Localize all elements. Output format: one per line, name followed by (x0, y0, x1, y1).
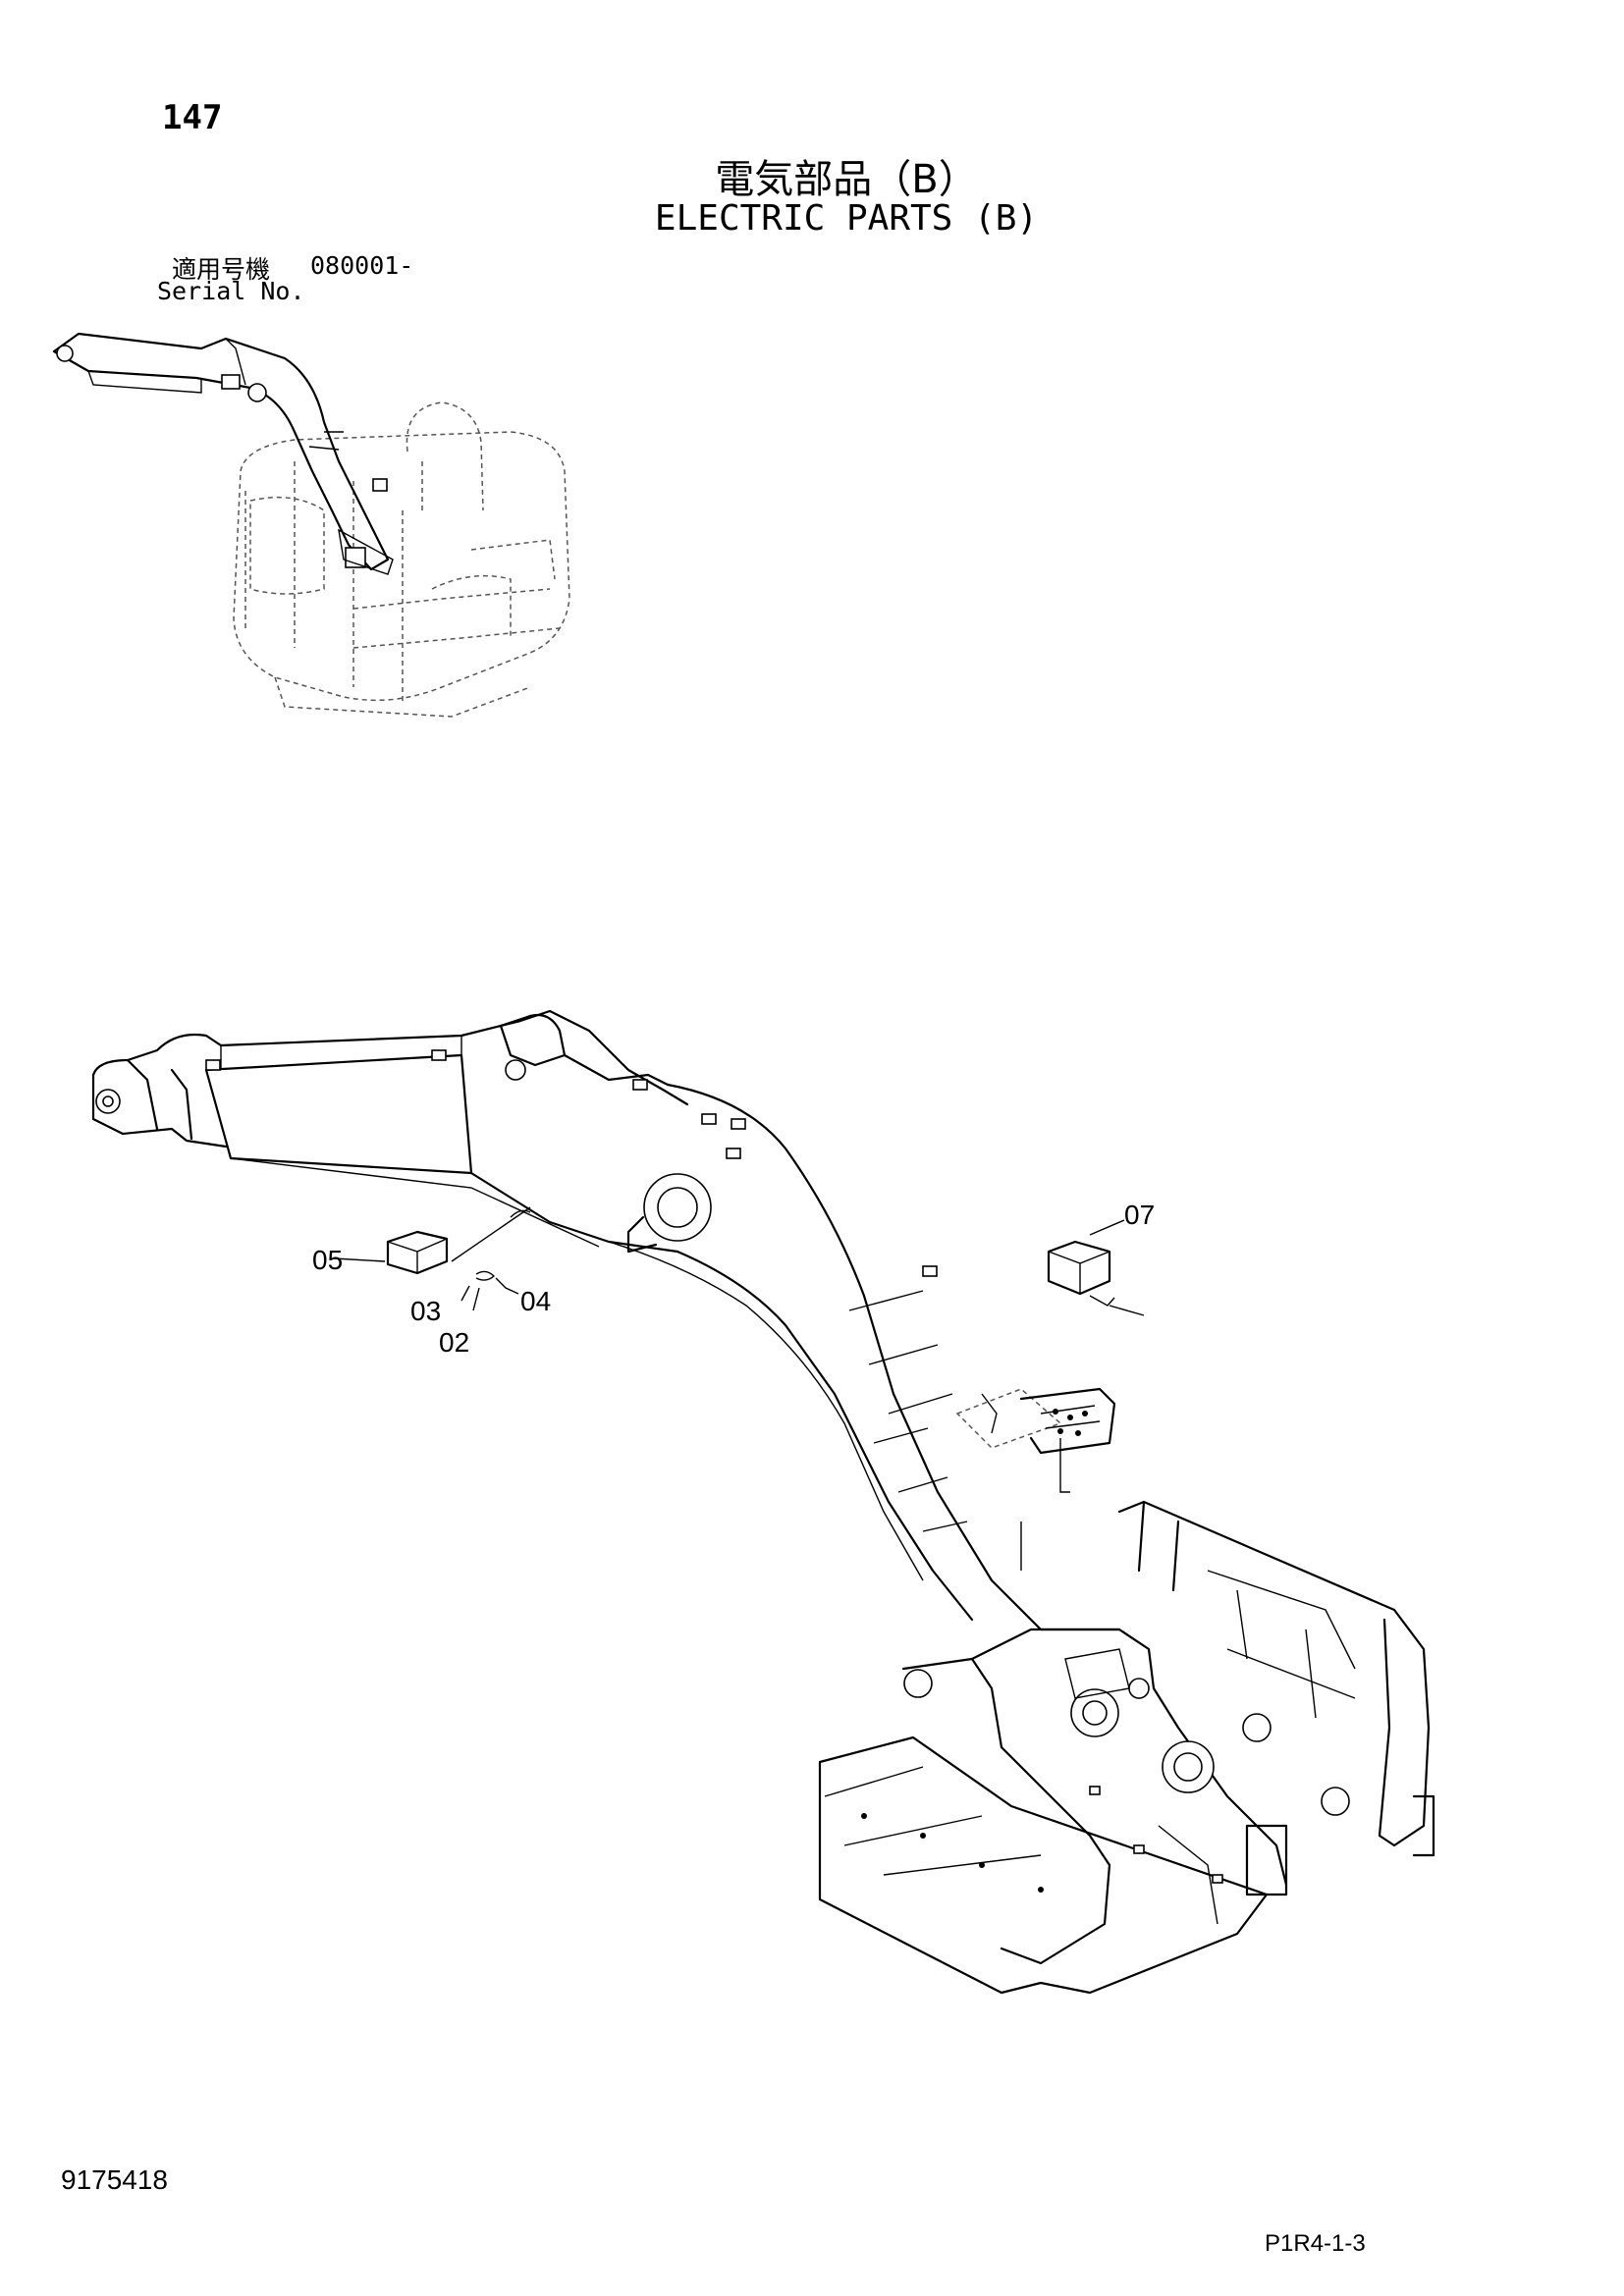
overview-body (233, 401, 570, 718)
frame (818, 1500, 1435, 1995)
callout-05: 05 (312, 1245, 344, 1275)
part-07-connector (1047, 1219, 1145, 1316)
serial-label-jp: 適用号機 (172, 255, 271, 284)
callout-02: 02 (439, 1327, 470, 1358)
page-code: P1R4-1-3 (1265, 2230, 1366, 2257)
boom (608, 1083, 1121, 1631)
mount-bracket (955, 1387, 1116, 1493)
serial-value: 080001- (310, 251, 414, 280)
part-02-03-04-fasteners (451, 1206, 531, 1311)
page-number: 147 (162, 98, 223, 137)
page-title-jp: 電気部品（B） (715, 157, 978, 202)
callout-03: 03 (410, 1296, 442, 1326)
serial-label-en: Serial No. (157, 277, 305, 305)
overview-boom (52, 332, 394, 575)
page-title-en: ELECTRIC PARTS (B) (654, 198, 1039, 239)
part-05-relay (333, 1230, 449, 1275)
arm (91, 1009, 689, 1254)
drawing-number: 9175418 (61, 2164, 169, 2195)
callout-04: 04 (520, 1286, 552, 1316)
callout-07: 07 (1124, 1200, 1156, 1230)
